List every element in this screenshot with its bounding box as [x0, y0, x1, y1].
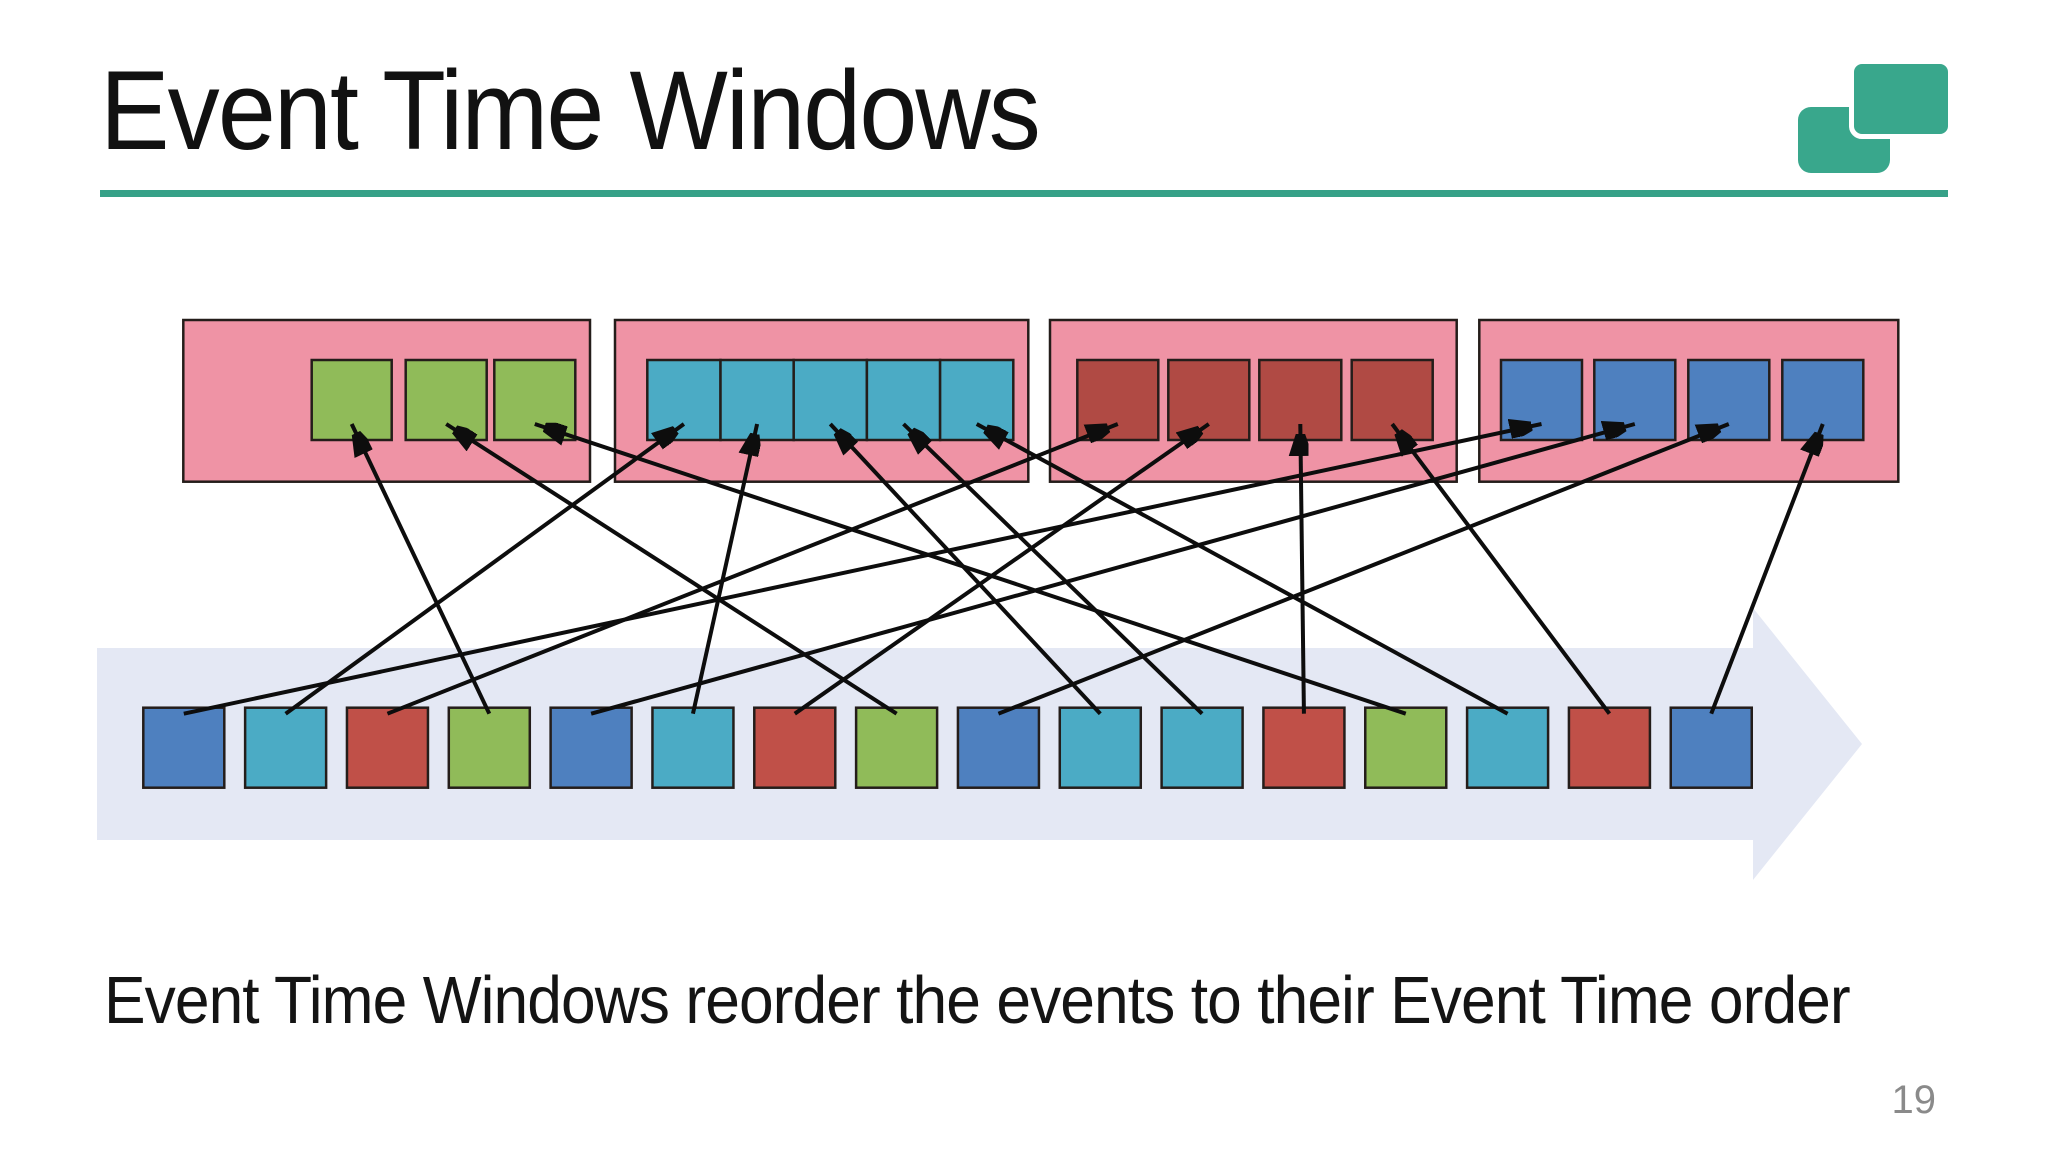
timeline-event-4-green	[447, 706, 532, 789]
arrow-event-6-to-window-2-slot-2	[690, 423, 757, 715]
arrow-event-2-to-window-2-slot-1	[284, 424, 686, 716]
arrow-event-1-to-window-4-slot-1	[183, 424, 1542, 716]
arrow-event-15-to-window-3-slot-4	[1392, 422, 1612, 715]
arrow-event-16-to-window-4-slot-4	[1709, 423, 1825, 715]
timeline-event-13-green	[1364, 706, 1448, 789]
window-3-slot-2	[1167, 358, 1251, 442]
arrow-event-13-to-window-1-slot-3	[534, 422, 1407, 716]
window-2-slot-3	[792, 358, 869, 442]
arrow-event-12-to-window-3-slot-3	[1300, 423, 1304, 714]
arrow-event-9-to-window-4-slot-3	[997, 422, 1730, 716]
arrow-event-5-to-window-4-slot-2	[590, 424, 1636, 716]
timeline-event-7-red	[753, 706, 837, 789]
logo-front-square	[1849, 59, 1953, 139]
timeline-event-16-blue	[1669, 706, 1753, 789]
timeline-event-3-red	[345, 706, 430, 789]
timeline-event-10-teal	[1058, 706, 1143, 789]
window-3-slot-1	[1076, 358, 1160, 442]
timeline-event-6-teal	[651, 706, 735, 789]
slide-caption: Event Time Windows reorder the events to…	[104, 963, 1851, 1038]
timeline-event-12-red	[1262, 706, 1346, 789]
page-number: 19	[1891, 1078, 1937, 1122]
window-2-slot-4	[865, 358, 942, 442]
window-4-slot-1	[1499, 358, 1584, 442]
timeline-event-11-teal	[1160, 706, 1244, 789]
timeline-event-14-teal	[1465, 706, 1550, 789]
timeline-event-8-green	[854, 706, 939, 789]
timeline-event-2-teal	[243, 706, 328, 789]
window-4-slot-2	[1593, 358, 1677, 442]
title-underline	[100, 190, 1948, 197]
timeline-event-5-blue	[549, 706, 633, 789]
window-1-slot-2	[404, 358, 488, 442]
window-1-slot-3	[493, 358, 577, 442]
timeline-event-9-blue	[956, 706, 1041, 789]
arrow-event-4-to-window-1-slot-1	[349, 423, 492, 715]
timeline-event-15-red	[1567, 706, 1652, 789]
arrow-event-3-to-window-3-slot-1	[386, 422, 1119, 716]
window-4-slot-3	[1687, 358, 1771, 442]
arrow-event-7-to-window-3-slot-2	[793, 424, 1210, 716]
arrow-event-11-to-window-2-slot-4	[902, 422, 1204, 716]
window-3-slot-4	[1350, 358, 1434, 442]
arrow-event-14-to-window-2-slot-5	[975, 424, 1509, 716]
logo-overlapping-squares-icon	[1790, 55, 1960, 180]
slide-title: Event Time Windows	[100, 48, 1041, 173]
arrow-event-8-to-window-1-slot-2	[445, 422, 898, 716]
window-2-slot-5	[938, 358, 1015, 442]
timeline-event-1-blue	[142, 706, 226, 789]
window-2-slot-1	[646, 358, 722, 442]
